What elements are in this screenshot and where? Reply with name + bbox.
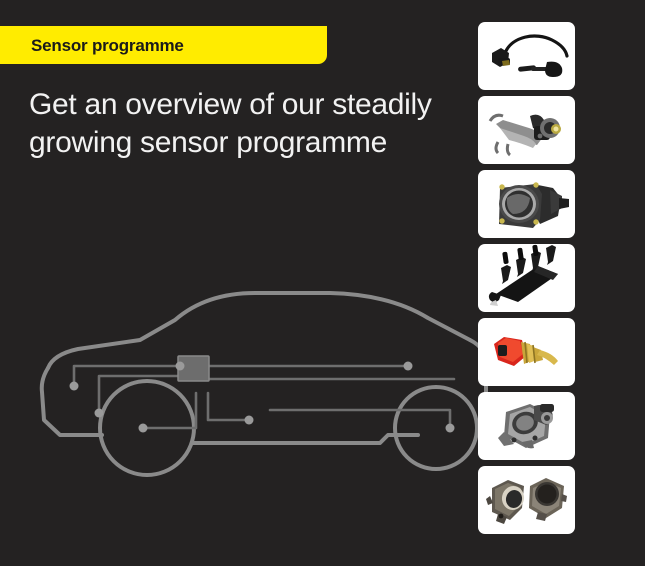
- product-thumbnail-strip: [478, 22, 575, 540]
- sensor-node-engine: [175, 361, 185, 371]
- car-front-bumper-outline: [39, 366, 104, 437]
- headline-line-2: growing sensor programme: [29, 126, 387, 159]
- knock-sensor-pair-icon: [486, 478, 567, 524]
- coolant-temperature-sensor-icon: [494, 337, 558, 366]
- thumbnail-knock-sensor-pair[interactable]: [478, 466, 575, 534]
- sensor-node-front-wheel: [138, 423, 148, 433]
- eyebrow-banner-label: Sensor programme: [31, 35, 184, 55]
- car-rocker-outline: [190, 433, 420, 445]
- sensor-node-front-left: [69, 381, 79, 391]
- mass-air-flow-sensor-icon: [499, 182, 569, 228]
- thumbnail-mass-air-flow-sensor[interactable]: [478, 170, 575, 238]
- camshaft-position-sensor-icon: [488, 113, 561, 157]
- page-title: Get an overview of our steadily growing …: [29, 86, 459, 162]
- sensor-nodes: [69, 361, 455, 433]
- sensor-node-underbody: [244, 415, 254, 425]
- headline-line-1: Get an overview of our steadily: [29, 88, 432, 121]
- thumbnail-coolant-temperature-sensor[interactable]: [478, 318, 575, 386]
- thumbnail-throttle-body-valve[interactable]: [478, 392, 575, 460]
- harness-line-front-upper: [72, 364, 182, 387]
- rear-wheel: [393, 385, 479, 471]
- harness-line-front-wheel: [141, 391, 198, 430]
- car-sensor-diagram: [30, 280, 490, 480]
- sensor-node-rear-upper: [403, 361, 413, 371]
- thumbnail-camshaft-position-sensor[interactable]: [478, 96, 575, 164]
- sensor-node-front-lower: [94, 408, 104, 418]
- thumbnail-abs-wheel-speed-sensor[interactable]: [478, 22, 575, 90]
- sensor-node-rear-wheel: [445, 423, 455, 433]
- ignition-coil-pack-icon: [488, 244, 558, 306]
- harness-line-rear: [268, 408, 452, 430]
- harness-line-underbody: [206, 391, 250, 422]
- throttle-body-valve-icon: [498, 404, 554, 449]
- thumbnail-ignition-coil-pack[interactable]: [478, 244, 575, 312]
- eyebrow-banner: Sensor programme: [0, 26, 327, 64]
- abs-wheel-speed-sensor-icon: [492, 34, 569, 77]
- harness-line-front-lower: [97, 374, 192, 414]
- car-roof-outline: [46, 291, 472, 370]
